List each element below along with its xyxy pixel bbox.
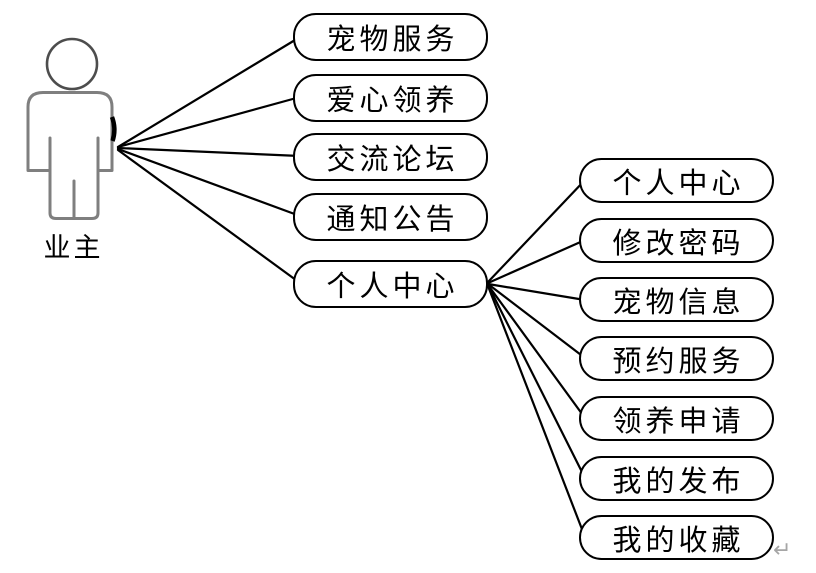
usecase-change-password: 修改密码 <box>579 218 774 263</box>
actor-connector-lines <box>116 35 302 285</box>
actor-limb-lines <box>48 136 100 220</box>
actor-label: 业主 <box>43 233 104 263</box>
paragraph-return-mark: ↵ <box>773 538 792 563</box>
usecase-forum: 交流论坛 <box>293 133 488 181</box>
usecase-appointment-service: 预约服务 <box>579 336 774 381</box>
usecase-personal-center: 个人中心 <box>293 260 488 308</box>
actor-icon <box>26 37 117 220</box>
actor-shoulder-shadow <box>109 116 117 142</box>
usecase-loving-adoption: 爱心领养 <box>293 74 488 122</box>
usecase-adoption-application: 领养申请 <box>579 396 774 441</box>
personal-center-connector-lines <box>486 178 587 539</box>
usecase-my-favorites: 我的收藏 <box>579 515 774 560</box>
actor-head <box>45 37 99 91</box>
usecase-notice: 通知公告 <box>293 193 488 241</box>
usecase-pet-info: 宠物信息 <box>579 277 774 322</box>
usecase-my-posts: 我的发布 <box>579 456 774 501</box>
usecase-personal-center-sub: 个人中心 <box>579 158 774 203</box>
usecase-pet-service: 宠物服务 <box>293 13 488 61</box>
